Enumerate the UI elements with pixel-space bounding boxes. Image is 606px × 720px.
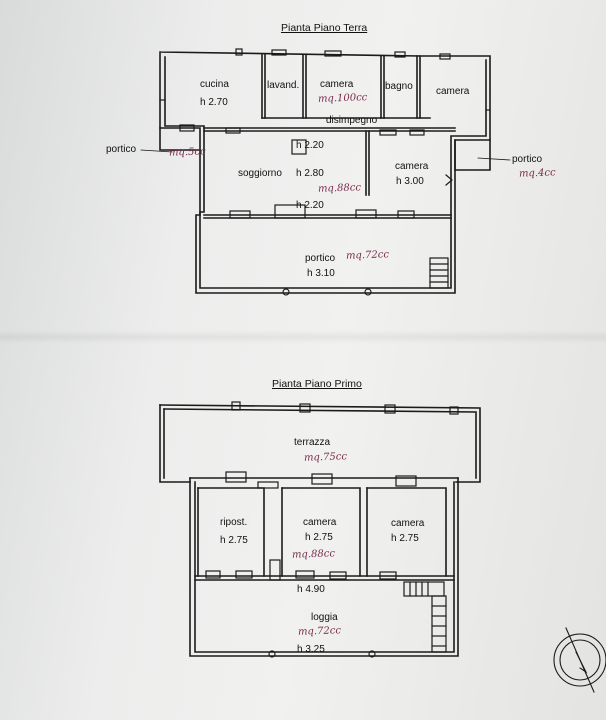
- height-2-20-bottom: h 2.20: [296, 200, 324, 211]
- room-loggia: loggia: [311, 612, 338, 623]
- room-cucina-height: h 2.70: [200, 97, 228, 108]
- room-disimpegno: disimpegno: [326, 115, 378, 126]
- first-floor-title: Pianta Piano Primo: [272, 378, 362, 390]
- ground-floor-title: Pianta Piano Terra: [281, 22, 368, 34]
- room-camera-upper-1: camera: [303, 517, 337, 528]
- room-portico: portico: [305, 253, 336, 264]
- room-camera-upper-2: camera: [391, 518, 425, 529]
- paper-fold: [0, 330, 606, 344]
- room-portico-right-note: mq.4cc: [518, 167, 556, 180]
- room-terrazza: terrazza: [294, 437, 331, 448]
- room-ripostiglio: ripost.: [220, 517, 248, 528]
- room-portico-note: mq.72cc: [345, 249, 390, 262]
- room-bagno: bagno: [385, 81, 413, 92]
- room-soggiorno: soggiorno: [238, 168, 282, 179]
- height-4-90: h 4.90: [297, 584, 325, 595]
- room-loggia-note: mq.72cc: [297, 625, 342, 638]
- room-loggia-height: h 3.25: [297, 644, 325, 655]
- room-camera-upper-2-height: h 2.75: [391, 533, 419, 544]
- room-cucina: cucina: [200, 79, 229, 90]
- room-camera-3: camera: [395, 161, 429, 172]
- room-portico-height: h 3.10: [307, 268, 335, 279]
- room-camera-1: camera: [320, 79, 354, 90]
- ground-floor-walls: [159, 51, 491, 294]
- room-camera-2: camera: [436, 86, 470, 97]
- room-terrazza-note: mq.75cc: [303, 451, 348, 464]
- room-portico-left-note: mq.5cc: [168, 146, 206, 159]
- room-portico-left: portico: [106, 144, 137, 155]
- room-soggiorno-note: mq.88cc: [317, 182, 362, 195]
- first-floor-walls: [159, 404, 481, 657]
- room-portico-right: portico: [512, 154, 543, 165]
- north-arrow-icon: [553, 627, 606, 693]
- room-soggiorno-height: h 2.80: [296, 168, 324, 179]
- room-ripostiglio-height: h 2.75: [220, 535, 248, 546]
- room-camera-upper-1-note: mq.88cc: [291, 548, 336, 561]
- room-camera-upper-1-height: h 2.75: [305, 532, 333, 543]
- room-lavanderia: lavand.: [267, 80, 300, 91]
- room-camera-3-height: h 3.00: [396, 176, 424, 187]
- height-2-20-top: h 2.20: [296, 140, 324, 151]
- room-camera-1-note: mq.100cc: [317, 92, 368, 105]
